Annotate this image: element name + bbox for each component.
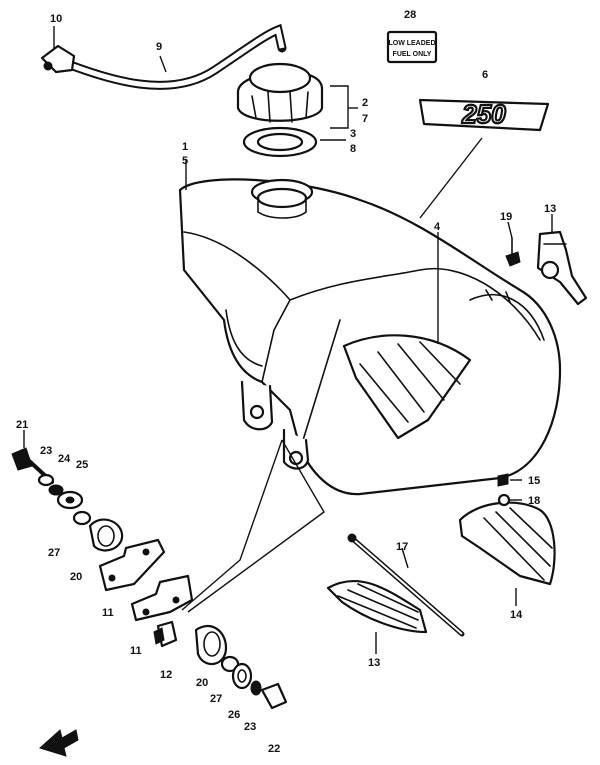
callout-7: 7 (362, 113, 368, 125)
callout-9: 9 (156, 41, 162, 53)
callout-11b: 11 (130, 645, 142, 657)
decal-line-2: FUEL ONLY (393, 51, 432, 58)
callout-23b: 23 (244, 721, 256, 733)
tank-emblem: 250 (418, 98, 550, 132)
callout-1: 1 (182, 141, 188, 153)
fuel-cap (236, 62, 324, 123)
screw-15 (497, 473, 509, 487)
hose-clamp (40, 44, 76, 74)
fuel-tank (178, 178, 562, 496)
callout-20a: 20 (70, 571, 82, 583)
callout-11a: 11 (102, 607, 114, 619)
callout-15: 15 (528, 475, 540, 487)
callout-19: 19 (500, 211, 512, 223)
tank-strap (347, 533, 465, 637)
bracket-11-left (98, 538, 166, 592)
cushion-20b (194, 624, 228, 665)
callout-12: 12 (160, 669, 172, 681)
callout-17: 17 (396, 541, 408, 553)
callout-18: 18 (528, 495, 540, 507)
fuel-cock-screw (505, 237, 521, 267)
callout-23a: 23 (40, 445, 52, 457)
callout-6: 6 (482, 69, 488, 81)
callout-2: 2 (362, 97, 368, 109)
callout-3: 3 (350, 128, 356, 140)
callout-numbers: 1 5 2 7 3 8 4 6 9 10 28 19 13 21 23 24 2… (16, 9, 556, 755)
callout-20b: 20 (196, 677, 208, 689)
washer-25 (56, 490, 84, 510)
callout-13b: 13 (368, 657, 380, 669)
decal-line-1: LOW LEADED (388, 40, 435, 47)
spacer-27 (72, 510, 92, 526)
tank-pad (326, 579, 428, 634)
fuel-label-decal: LOW LEADED FUEL ONLY (386, 30, 438, 64)
washer-23b (250, 680, 262, 696)
bolt-22 (260, 682, 288, 710)
callout-27a: 27 (48, 547, 60, 559)
callout-22: 22 (268, 743, 280, 755)
washer-23 (37, 473, 55, 487)
bracket-11-right (130, 574, 194, 622)
callout-25: 25 (76, 459, 88, 471)
callout-14: 14 (510, 609, 523, 621)
callout-8: 8 (350, 143, 356, 155)
callout-4: 4 (434, 221, 441, 233)
bolt-12 (153, 620, 178, 648)
cushion-20 (88, 518, 124, 552)
leader-lines (23, 26, 553, 654)
callout-28: 28 (404, 9, 416, 21)
front-arrow-icon (39, 729, 79, 757)
fuel-cock (536, 230, 588, 306)
washer-26 (231, 662, 253, 690)
callout-5: 5 (182, 155, 188, 167)
tank-shroud (458, 501, 556, 586)
fuel-hose (57, 23, 287, 90)
bushing-18 (497, 493, 511, 507)
cap-gasket (242, 126, 318, 158)
callout-26: 26 (228, 709, 240, 721)
callout-10: 10 (50, 13, 62, 25)
callout-24: 24 (58, 453, 71, 465)
callout-21: 21 (16, 419, 28, 431)
callout-13: 13 (544, 203, 556, 215)
callout-27b: 27 (210, 693, 222, 705)
emblem-text: 250 (461, 99, 506, 129)
washer-24 (48, 484, 64, 496)
